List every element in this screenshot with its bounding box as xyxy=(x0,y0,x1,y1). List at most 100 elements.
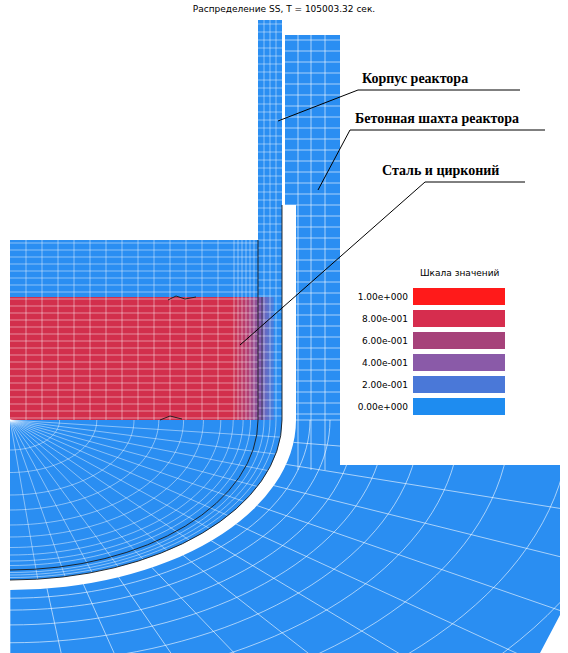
mesh-line xyxy=(10,376,258,377)
legend-swatch xyxy=(413,354,505,371)
mesh-line xyxy=(10,420,568,627)
mesh-line xyxy=(10,420,40,594)
mesh-line xyxy=(10,299,258,300)
mesh-line xyxy=(10,420,385,643)
mesh-line xyxy=(285,249,560,250)
concrete-shaft xyxy=(10,35,560,653)
mesh-line xyxy=(10,420,100,586)
mesh-line xyxy=(10,420,460,653)
mesh-line xyxy=(10,420,568,653)
mesh-line xyxy=(10,264,258,265)
mesh-line xyxy=(285,238,560,239)
legend-swatch xyxy=(413,376,505,393)
mesh-line xyxy=(10,420,568,653)
mesh-line xyxy=(276,20,277,420)
mesh-line xyxy=(10,243,258,244)
mesh-line xyxy=(186,240,187,420)
mesh-line xyxy=(264,20,265,420)
mesh-line xyxy=(10,313,258,314)
mesh-line xyxy=(246,240,247,420)
mesh-line xyxy=(10,420,510,653)
mesh-line xyxy=(10,420,128,580)
mesh-line xyxy=(10,420,558,653)
mesh-line xyxy=(10,420,286,474)
leader-line xyxy=(318,130,545,190)
mesh-line xyxy=(10,285,258,286)
mesh-line xyxy=(311,35,312,470)
legend-value: 1.00e+000 xyxy=(358,292,408,302)
zone-edge xyxy=(262,297,263,420)
mesh-line xyxy=(10,420,460,653)
mesh-line xyxy=(10,420,568,560)
legend-swatch xyxy=(413,332,505,349)
mesh-line xyxy=(285,260,560,261)
mesh-line xyxy=(285,161,560,162)
legend-swatch xyxy=(413,288,505,305)
mesh-line xyxy=(10,250,258,251)
mesh-line xyxy=(10,420,184,525)
mesh-line xyxy=(122,240,123,420)
mesh-line xyxy=(10,420,270,575)
mesh-line xyxy=(10,420,226,537)
mesh-line xyxy=(106,240,107,420)
mesh-line xyxy=(10,420,203,537)
mesh-line xyxy=(10,420,568,653)
mesh-line xyxy=(10,390,258,391)
vessel-inner-line xyxy=(10,240,258,570)
mesh-line xyxy=(10,404,258,405)
steel-zirconium-zone xyxy=(10,297,274,420)
mesh-line xyxy=(270,20,271,420)
mesh-line xyxy=(10,341,258,342)
mesh-line xyxy=(10,411,258,412)
mesh-line xyxy=(42,240,43,420)
mesh-line xyxy=(325,35,326,470)
mesh-line xyxy=(10,362,258,363)
mesh-line xyxy=(250,240,251,420)
mesh-line xyxy=(10,420,568,490)
mesh-line xyxy=(10,420,11,653)
mesh-line xyxy=(10,420,330,610)
mesh-line xyxy=(10,420,70,591)
part-label: Бетонная шахта реактора xyxy=(355,111,519,127)
mesh-line xyxy=(26,240,27,420)
mesh-line xyxy=(10,334,258,335)
mesh-line xyxy=(10,369,258,370)
vessel-outer-line xyxy=(10,205,282,580)
mesh-line xyxy=(202,240,203,420)
debris-edge xyxy=(160,416,182,420)
mesh-line xyxy=(10,420,245,523)
part-label: Корпус реактора xyxy=(362,71,468,87)
mesh-line xyxy=(10,420,243,653)
mesh-line xyxy=(285,227,560,228)
mesh-line xyxy=(285,106,560,107)
mesh-line xyxy=(285,51,560,52)
mesh-line xyxy=(170,240,171,420)
mesh-line xyxy=(10,420,180,562)
mesh-line xyxy=(285,282,560,283)
mesh-line xyxy=(10,292,258,293)
mesh-line xyxy=(254,240,255,420)
mesh-line xyxy=(285,62,560,63)
legend-title: Шкала значений xyxy=(420,268,499,278)
mesh-line xyxy=(238,240,239,420)
mesh-line xyxy=(298,35,299,470)
mesh-line xyxy=(10,420,251,566)
mesh-line xyxy=(10,420,261,508)
mesh-line xyxy=(285,95,560,96)
mesh-line xyxy=(10,320,258,321)
mesh-line xyxy=(234,240,235,420)
mesh-line xyxy=(10,306,258,307)
mesh-line xyxy=(10,420,97,473)
plot-title: Распределение SS, T = 105003.32 сек. xyxy=(193,4,375,14)
mesh-line xyxy=(10,420,155,572)
mesh-line xyxy=(58,240,59,420)
mesh-line xyxy=(10,420,275,491)
legend-value: 6.00e-001 xyxy=(362,336,408,346)
debris-edge xyxy=(168,296,196,300)
mesh-line xyxy=(10,420,568,653)
mesh-line xyxy=(10,420,294,456)
mesh-line xyxy=(285,150,560,151)
mesh-line xyxy=(90,240,91,420)
mesh-line xyxy=(10,420,159,510)
mesh-line xyxy=(10,278,258,279)
